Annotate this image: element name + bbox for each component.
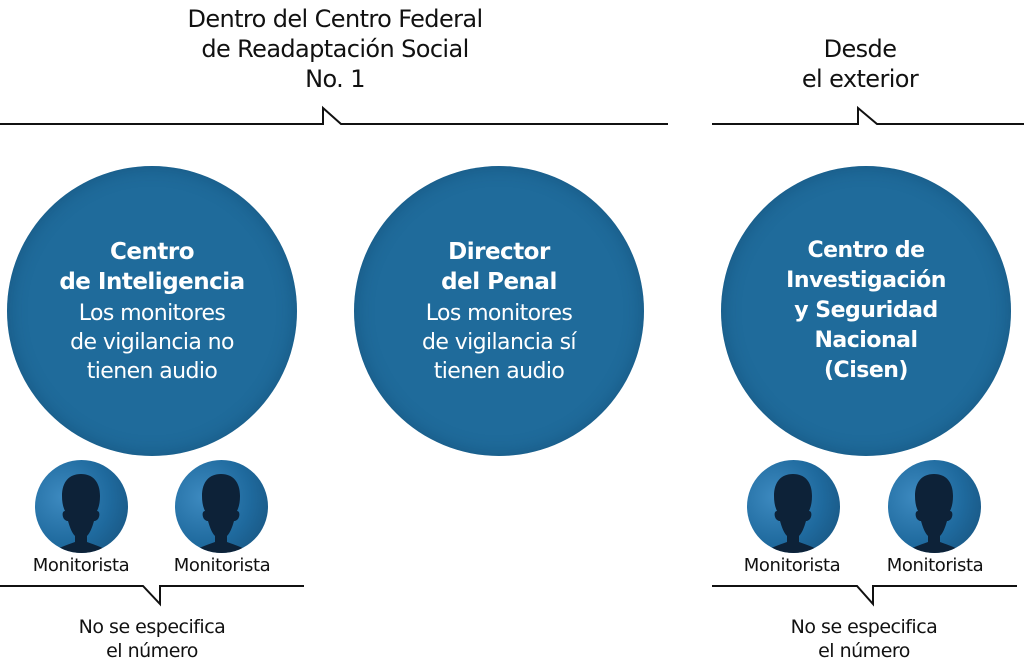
- note-line: el número: [818, 640, 910, 662]
- node-desc-line: tienen audio: [433, 358, 565, 384]
- node-title-line: Nacional: [814, 328, 918, 353]
- header-line: el exterior: [801, 65, 919, 93]
- node-desc-line: tienen audio: [86, 358, 218, 384]
- monitor-label: Monitorista: [173, 555, 271, 576]
- node-centro-inteligencia: Centro de Inteligencia Los monitores de …: [7, 166, 297, 456]
- header-line: de Readaptación Social: [201, 35, 469, 63]
- note-line: el número: [106, 640, 198, 662]
- bracket-inside: [0, 105, 668, 125]
- node-cisen: Centro de Investigación y Seguridad Naci…: [721, 166, 1011, 456]
- header-inside-prison: Dentro del Centro Federal de Readaptació…: [160, 4, 510, 94]
- node-description: Los monitores de vigilancia no tienen au…: [70, 299, 234, 386]
- node-title-line: del Penal: [441, 268, 557, 295]
- node-title: Director del Penal: [441, 237, 557, 297]
- note-line: No se especifica: [790, 616, 938, 638]
- node-desc-line: Los monitores: [425, 300, 573, 326]
- header-line: Desde: [823, 35, 897, 63]
- bracket-monitors-left: [0, 585, 304, 607]
- node-title-line: y Seguridad: [794, 298, 938, 323]
- node-desc-line: Los monitores: [78, 300, 226, 326]
- person-silhouette-icon: [175, 460, 268, 553]
- node-desc-line: de vigilancia sí: [422, 329, 577, 355]
- monitor-label: Monitorista: [886, 555, 984, 576]
- person-silhouette-icon: [888, 460, 981, 553]
- note-unspecified-left: No se especifica el número: [42, 615, 262, 663]
- node-title-line: Centro: [110, 238, 195, 265]
- node-title-line: Investigación: [786, 268, 946, 293]
- node-description: Los monitores de vigilancia sí tienen au…: [422, 299, 577, 386]
- note-unspecified-right: No se especifica el número: [754, 615, 974, 663]
- note-line: No se especifica: [78, 616, 226, 638]
- bracket-outside: [712, 105, 1024, 125]
- bracket-monitors-right: [712, 585, 1017, 607]
- person-silhouette-icon: [35, 460, 128, 553]
- node-title-line: de Inteligencia: [59, 268, 245, 295]
- monitor-label: Monitorista: [743, 555, 841, 576]
- header-from-outside: Desde el exterior: [760, 34, 960, 94]
- person-silhouette-icon: [747, 460, 840, 553]
- header-line: No. 1: [305, 65, 365, 93]
- node-title: Centro de Investigación y Seguridad Naci…: [786, 236, 946, 386]
- header-line: Dentro del Centro Federal: [187, 5, 483, 33]
- node-title: Centro de Inteligencia: [59, 237, 245, 297]
- node-title-line: Director: [448, 238, 550, 265]
- node-director-penal: Director del Penal Los monitores de vigi…: [354, 166, 644, 456]
- node-title-line: (Cisen): [824, 358, 908, 383]
- node-desc-line: de vigilancia no: [70, 329, 234, 355]
- monitor-label: Monitorista: [32, 555, 130, 576]
- node-title-line: Centro de: [807, 238, 925, 263]
